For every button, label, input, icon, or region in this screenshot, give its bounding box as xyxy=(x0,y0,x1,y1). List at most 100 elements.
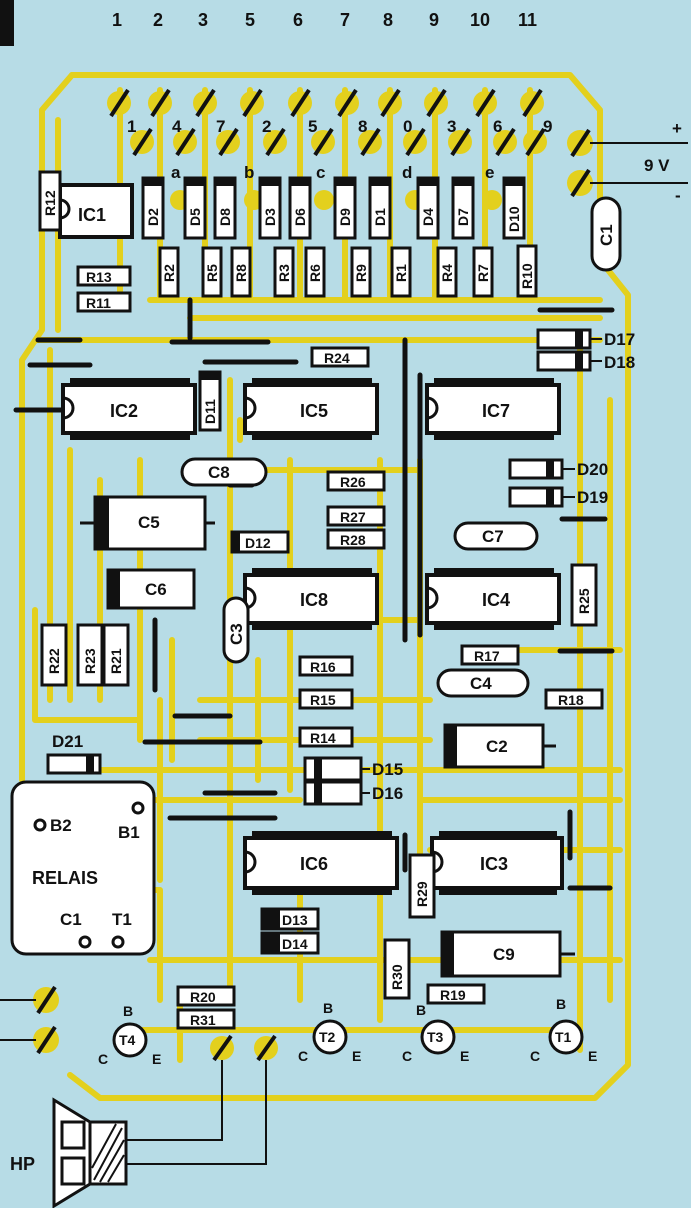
resistor-r22[interactable]: R22 xyxy=(40,623,68,687)
t3-label: T3 xyxy=(427,1029,444,1045)
terminal-3[interactable] xyxy=(193,88,217,118)
resistor-r9[interactable]: R9 xyxy=(350,246,372,298)
terminal-2[interactable] xyxy=(148,88,172,118)
transistor-t3[interactable]: T3 B C E xyxy=(402,1002,469,1064)
letter-b: b xyxy=(244,163,254,182)
key-terminal-0[interactable] xyxy=(403,127,427,157)
capacitor-c1[interactable]: C1 xyxy=(590,196,622,272)
ic1[interactable]: IC1 xyxy=(58,183,134,239)
resistor-r13[interactable]: R13 xyxy=(76,265,132,287)
key-terminal-1[interactable] xyxy=(130,127,154,157)
resistor-r2[interactable]: R2 xyxy=(158,246,180,298)
key-terminal-7[interactable] xyxy=(216,127,240,157)
resistor-r24[interactable]: R24 xyxy=(310,346,370,368)
resistor-r5[interactable]: R5 xyxy=(201,246,223,298)
capacitor-c2[interactable]: C2 xyxy=(443,723,556,769)
terminal-9[interactable] xyxy=(424,88,448,118)
diode-d5[interactable]: D5 xyxy=(183,176,207,240)
key-terminal-3[interactable] xyxy=(448,127,472,157)
resistor-r8[interactable]: R8 xyxy=(230,246,252,298)
diode-d1[interactable]: D1 xyxy=(368,176,392,240)
resistor-r10[interactable]: R10 xyxy=(516,244,538,298)
diode-d18[interactable] xyxy=(536,350,592,372)
resistor-r3[interactable]: R3 xyxy=(273,246,295,298)
diode-d7[interactable]: D7 xyxy=(451,176,475,240)
diode-d14[interactable]: D14 xyxy=(260,931,320,955)
diode-d9[interactable]: D9 xyxy=(333,176,357,240)
terminal-e[interactable] xyxy=(482,190,502,210)
diode-d17[interactable] xyxy=(536,328,592,350)
ic8[interactable]: IC8 xyxy=(243,573,379,625)
ic4[interactable]: IC4 xyxy=(425,573,561,625)
terminal-10[interactable] xyxy=(473,88,497,118)
diode-d21[interactable]: D21 xyxy=(46,732,102,775)
resistor-r18[interactable]: R18 xyxy=(544,688,604,710)
ic5[interactable]: IC5 xyxy=(243,383,379,435)
transistor-t1[interactable]: T1 B C E xyxy=(530,996,597,1064)
resistor-r11[interactable]: R11 xyxy=(76,291,132,313)
terminal-6[interactable] xyxy=(288,88,312,118)
ic6[interactable]: IC6 xyxy=(243,836,399,890)
diode-d2[interactable]: D2 xyxy=(141,176,165,240)
diode-d16[interactable] xyxy=(303,780,363,806)
diode-d15[interactable] xyxy=(303,756,363,782)
resistor-r27[interactable]: R27 xyxy=(326,505,386,527)
diode-d4[interactable]: D4 xyxy=(416,176,440,240)
resistor-r26[interactable]: R26 xyxy=(326,470,386,492)
diode-d11[interactable]: D11 xyxy=(198,370,222,432)
diode-d20[interactable] xyxy=(508,458,564,480)
capacitor-c7[interactable]: C7 xyxy=(453,521,539,551)
resistor-r17[interactable]: R17 xyxy=(460,644,520,666)
key-terminal-4[interactable] xyxy=(173,127,197,157)
terminal-c[interactable] xyxy=(314,190,334,210)
capacitor-c4[interactable]: C4 xyxy=(436,668,530,698)
resistor-r25[interactable]: R25 xyxy=(570,563,598,627)
resistor-r19[interactable]: R19 xyxy=(426,983,486,1005)
capacitor-c9[interactable]: C9 xyxy=(440,930,575,978)
terminal-1[interactable] xyxy=(107,88,131,118)
resistor-r29[interactable]: R29 xyxy=(408,853,436,919)
diode-d10[interactable]: D10 xyxy=(502,176,526,240)
ic2[interactable]: IC2 xyxy=(61,383,197,435)
diode-d8[interactable]: D8 xyxy=(213,176,237,240)
resistor-r31[interactable]: R31 xyxy=(176,1008,236,1030)
resistor-r7[interactable]: R7 xyxy=(472,246,494,298)
key-terminal-9[interactable] xyxy=(523,127,547,157)
diode-d12[interactable]: D12 xyxy=(230,530,290,554)
key-terminal-2[interactable] xyxy=(263,127,287,157)
terminal-5[interactable] xyxy=(240,88,264,118)
resistor-r4[interactable]: R4 xyxy=(436,246,458,298)
ic3[interactable]: IC3 xyxy=(430,836,564,890)
resistor-r6[interactable]: R6 xyxy=(304,246,326,298)
terminal-11[interactable] xyxy=(520,88,544,118)
relay[interactable]: B2 B1 RELAIS C1 T1 xyxy=(10,780,156,956)
key-terminal-5[interactable] xyxy=(311,127,335,157)
terminal-8[interactable] xyxy=(378,88,402,118)
capacitor-c8[interactable]: C8 xyxy=(180,457,268,487)
diode-d19[interactable] xyxy=(508,486,564,508)
resistor-r28[interactable]: R28 xyxy=(326,528,386,550)
speaker-hp[interactable]: HP xyxy=(10,1097,128,1208)
terminal-7[interactable] xyxy=(335,88,359,118)
resistor-r21[interactable]: R21 xyxy=(102,623,130,687)
capacitor-c6[interactable]: C6 xyxy=(106,568,196,610)
transistor-t2[interactable]: T2 B C E xyxy=(298,1000,361,1064)
resistor-r16[interactable]: R16 xyxy=(298,655,354,677)
capacitor-c3[interactable]: C3 xyxy=(222,596,250,664)
resistor-r1[interactable]: R1 xyxy=(390,246,412,298)
resistor-r12[interactable]: R12 xyxy=(38,170,62,232)
resistor-r15[interactable]: R15 xyxy=(298,688,354,710)
resistor-r30[interactable]: R30 xyxy=(383,938,411,1000)
key-terminal-8[interactable] xyxy=(358,127,382,157)
diode-d13[interactable]: D13 xyxy=(260,907,320,931)
resistor-r14[interactable]: R14 xyxy=(298,726,354,748)
resistor-r23[interactable]: R23 xyxy=(76,623,104,687)
resistor-r20[interactable]: R20 xyxy=(176,985,236,1007)
transistor-t4[interactable]: T4 B C E xyxy=(98,1003,161,1067)
ic7[interactable]: IC7 xyxy=(425,383,561,435)
key-terminal-6[interactable] xyxy=(493,127,517,157)
diode-d3[interactable]: D3 xyxy=(258,176,282,240)
capacitor-c5[interactable]: C5 xyxy=(80,495,215,551)
diode-d6[interactable]: D6 xyxy=(288,176,312,240)
